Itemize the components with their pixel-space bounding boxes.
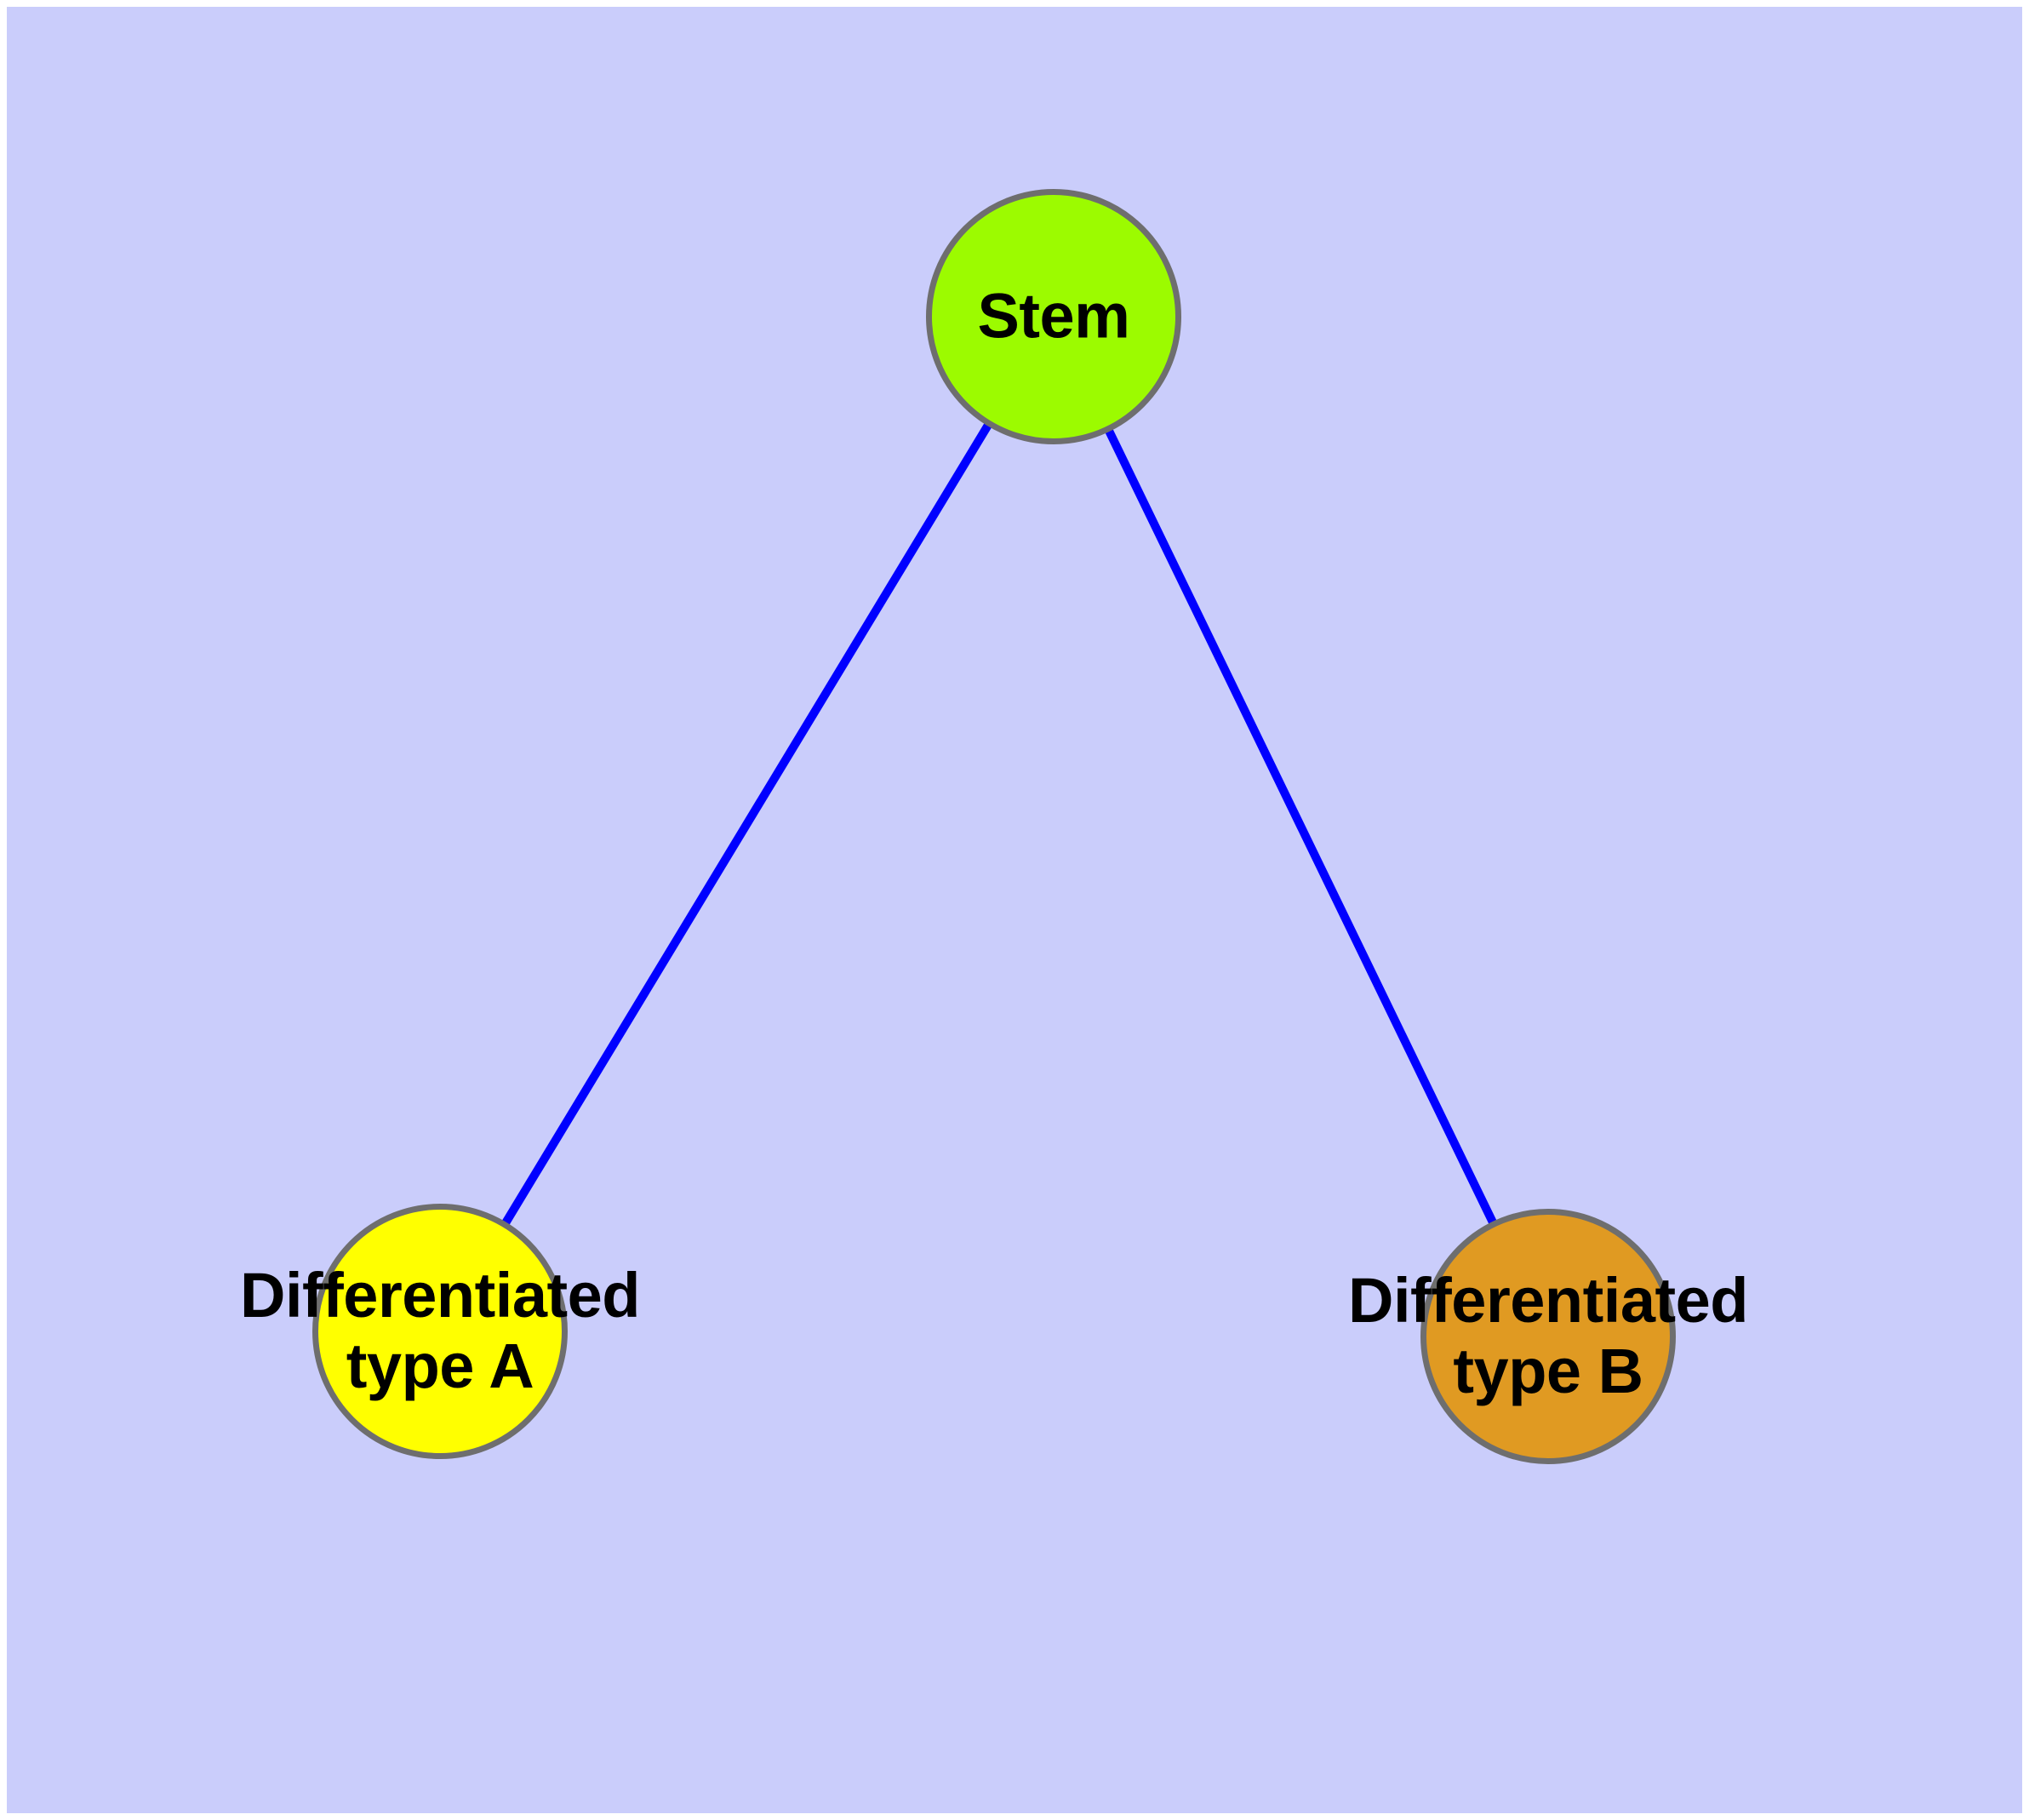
graph-edge-stem-to-diff-a: [501, 422, 992, 1226]
graph-svg: [312, 189, 1676, 1464]
nodes-group: [312, 189, 1676, 1464]
edges-group: [501, 422, 1497, 1226]
graph-node-diff-b[interactable]: [1420, 1209, 1676, 1464]
graph-edge-stem-to-diff-b: [1105, 427, 1497, 1226]
graph-node-diff-a[interactable]: [312, 1204, 568, 1459]
graph-node-stem[interactable]: [926, 189, 1181, 444]
